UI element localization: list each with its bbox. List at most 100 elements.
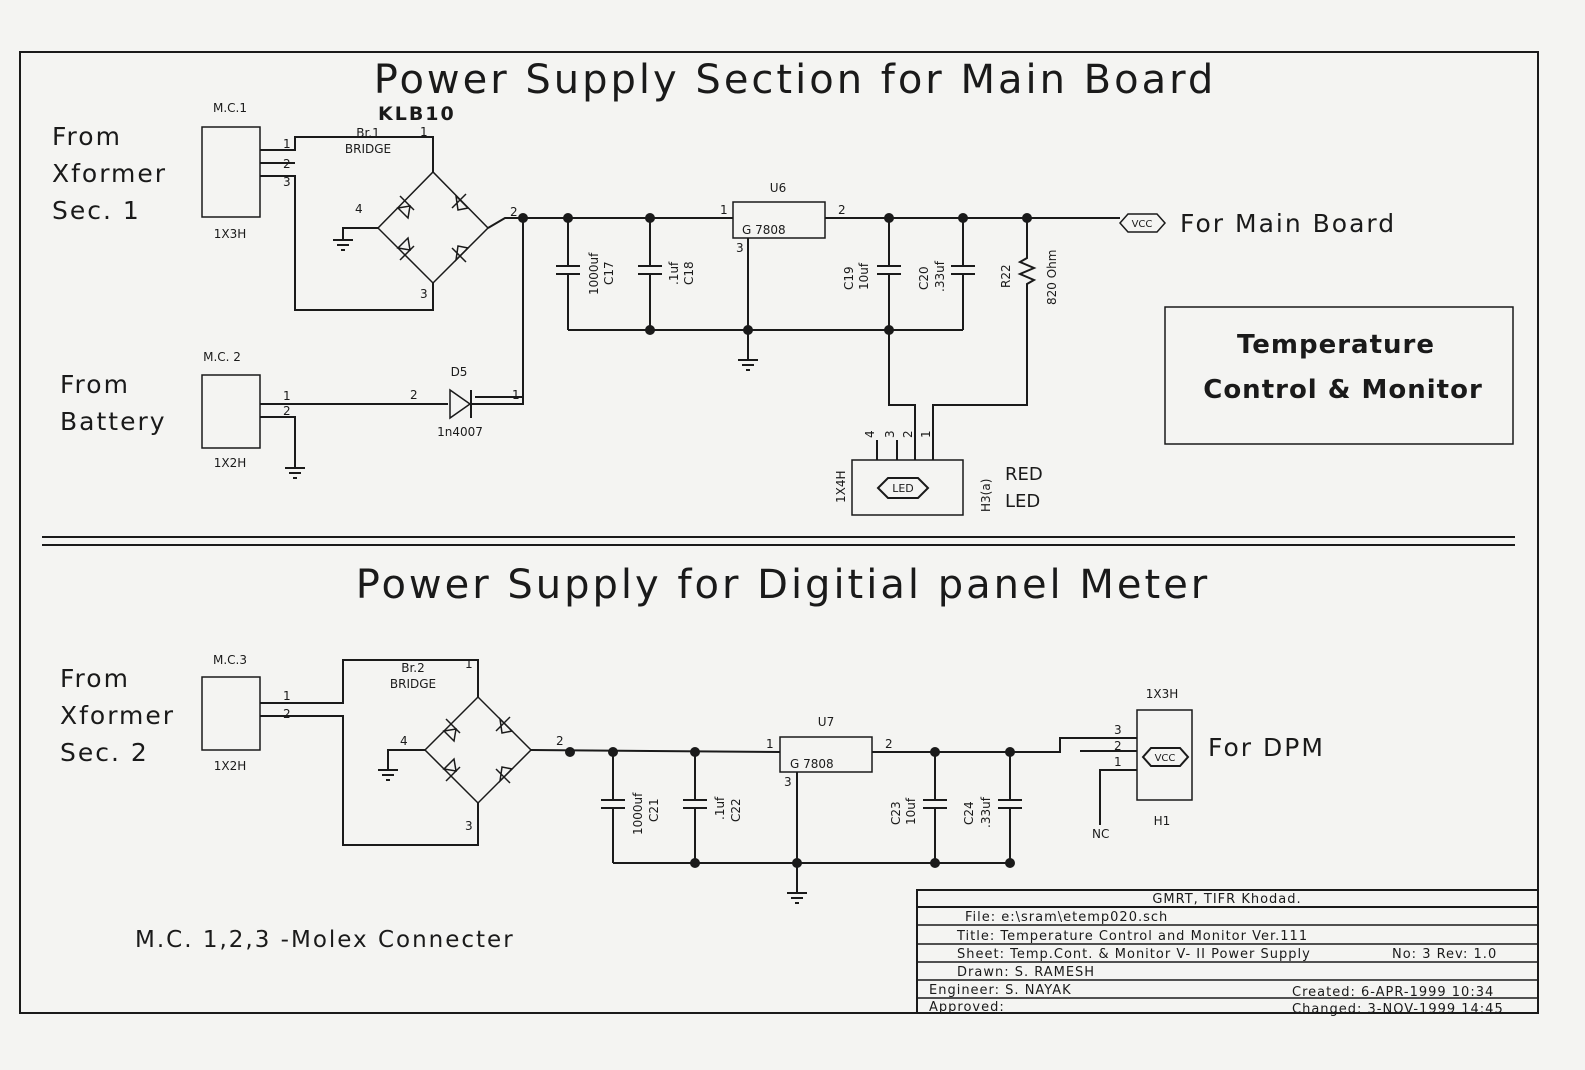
nc-label: NC — [1092, 827, 1109, 841]
resistor-r22: R22 820 Ohm — [932, 218, 1059, 460]
sheet-border — [19, 51, 1539, 1014]
file: File: e:\sram\etemp020.sch — [965, 910, 1168, 925]
svg-text:1n4007: 1n4007 — [437, 425, 483, 439]
engineer: Engineer: S. NAYAK — [929, 983, 1072, 998]
svg-text:1: 1 — [283, 689, 291, 703]
svg-text:1: 1 — [465, 657, 473, 671]
bridge-br2: Br.2 BRIDGE 4 1 2 3 — [390, 657, 564, 833]
svg-text:G 7808: G 7808 — [790, 757, 834, 771]
svg-text:H3(a): H3(a) — [979, 479, 993, 512]
svg-text:.1uf: .1uf — [713, 796, 727, 820]
svg-text:3: 3 — [1114, 723, 1122, 737]
svg-text:C20: C20 — [917, 266, 931, 290]
svg-text:1: 1 — [283, 389, 291, 403]
svg-text:10uf: 10uf — [857, 262, 871, 290]
wire — [487, 217, 733, 229]
changed: Changed: 3-NOV-1999 14:45 — [1292, 1002, 1504, 1017]
regulator-u6: U6 G 7808 1 2 3 — [720, 181, 846, 255]
svg-text:VCC: VCC — [1132, 219, 1153, 230]
svg-text:2: 2 — [901, 430, 915, 438]
diode-d5: D5 1n4007 2 1 — [410, 365, 524, 439]
wire — [1099, 769, 1137, 825]
svg-text:1: 1 — [919, 430, 933, 438]
title-box: Temperature Control & Monitor — [1164, 306, 1514, 445]
wire — [260, 715, 479, 846]
vcc-port-main: VCC — [1118, 213, 1167, 233]
svg-text:.33uf: .33uf — [979, 796, 993, 828]
svg-text:1X4H: 1X4H — [834, 470, 848, 503]
svg-text:4: 4 — [863, 430, 877, 438]
svg-text:2: 2 — [510, 205, 518, 219]
svg-text:3: 3 — [883, 430, 897, 438]
wire — [475, 218, 524, 398]
svg-text:2: 2 — [410, 388, 418, 402]
capacitor-c23: C23 10uf — [889, 752, 947, 863]
svg-text:.1uf: .1uf — [667, 261, 681, 285]
svg-text:C22: C22 — [729, 798, 743, 822]
svg-text:BRIDGE: BRIDGE — [390, 677, 436, 691]
svg-text:2: 2 — [838, 203, 846, 217]
svg-text:C19: C19 — [842, 266, 856, 290]
ground-icon — [378, 769, 398, 781]
capacitor-c22: .1uf C22 — [683, 752, 743, 863]
created: Created: 6-APR-1999 10:34 — [1292, 985, 1494, 1000]
note: M.C. 1,2,3 -Molex Connecter — [135, 927, 515, 953]
source-label: Sec. 1 — [52, 196, 141, 225]
svg-text:1: 1 — [1114, 755, 1122, 769]
svg-text:.33uf: .33uf — [933, 260, 947, 292]
vcc-destination-label: For DPM — [1208, 733, 1325, 762]
connector-mc1: M.C.1 1X3H 1 2 3 — [201, 101, 291, 241]
approved: Approved: — [929, 1000, 1005, 1015]
ground-icon — [738, 359, 758, 371]
svg-text:3: 3 — [283, 175, 291, 189]
svg-text:1: 1 — [283, 137, 291, 151]
ground-icon — [285, 467, 305, 479]
title-block: GMRT, TIFR Khodad. File: e:\sram\etemp02… — [916, 889, 1539, 1017]
svg-text:R22: R22 — [999, 264, 1013, 288]
svg-text:1: 1 — [766, 737, 774, 751]
source-label: Xformer — [60, 701, 175, 730]
source-label: Battery — [60, 407, 167, 436]
ground-icon — [333, 239, 353, 251]
svg-text:2: 2 — [556, 734, 564, 748]
wire — [888, 330, 916, 460]
svg-text:M.C. 2: M.C. 2 — [203, 350, 241, 364]
svg-text:Br.2: Br.2 — [401, 661, 425, 675]
wire — [872, 737, 1137, 753]
svg-text:3: 3 — [784, 775, 792, 789]
svg-text:C23: C23 — [889, 801, 903, 825]
svg-text:2: 2 — [1114, 739, 1122, 753]
title: Title: Temperature Control and Monitor V… — [956, 929, 1308, 944]
sheet: Sheet: Temp.Cont. & Monitor V- II Power … — [957, 947, 1311, 962]
svg-text:1: 1 — [720, 203, 728, 217]
svg-text:Control & Monitor: Control & Monitor — [1203, 375, 1483, 405]
svg-text:1: 1 — [512, 388, 520, 402]
svg-text:C17: C17 — [602, 261, 616, 285]
svg-text:3: 3 — [420, 287, 428, 301]
wire — [260, 659, 479, 704]
wire — [342, 227, 378, 240]
connector-name: M.C.1 — [213, 101, 247, 115]
svg-text:Temperature: Temperature — [1237, 330, 1435, 360]
connector-mc3: M.C.3 1X2H 1 2 — [201, 653, 291, 773]
svg-text:G 7808: G 7808 — [742, 223, 786, 237]
source-label: Xformer — [52, 159, 167, 188]
connector-mc2: M.C. 2 1X2H 1 2 — [201, 350, 291, 470]
svg-text:Br.1: Br.1 — [356, 126, 380, 140]
wire — [387, 749, 425, 770]
source-label: From — [60, 664, 130, 693]
bridge-br1: KLB10 Br.1 BRIDGE 4 1 2 3 — [345, 103, 518, 301]
capacitor-c17: 1000uf C17 — [556, 218, 616, 330]
svg-text:3: 3 — [465, 819, 473, 833]
wire — [260, 416, 296, 468]
drawn: Drawn: S. RAMESH — [957, 965, 1095, 980]
svg-text:U6: U6 — [770, 181, 786, 195]
led-desc: RED — [1005, 464, 1043, 485]
svg-text:3: 3 — [736, 241, 744, 255]
svg-text:U7: U7 — [818, 715, 834, 729]
svg-text:H1: H1 — [1154, 814, 1171, 828]
svg-text:BRIDGE: BRIDGE — [345, 142, 391, 156]
svg-text:1X2H: 1X2H — [214, 456, 247, 470]
svg-text:LED: LED — [892, 482, 914, 495]
